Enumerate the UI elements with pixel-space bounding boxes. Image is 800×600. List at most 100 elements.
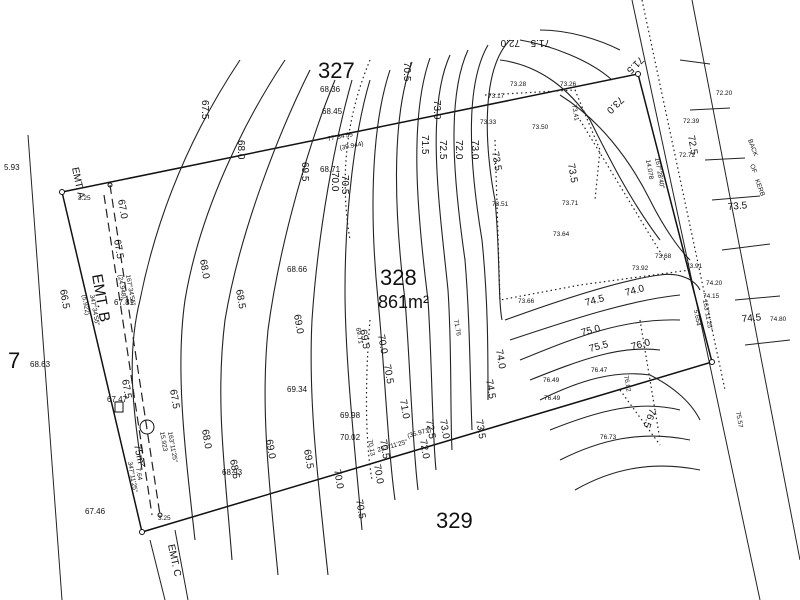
spot-level: 5.93: [4, 163, 20, 172]
contour-label: 73.5: [565, 163, 579, 185]
east-bearing: 167°28'40": [653, 157, 666, 190]
easement-circle-area: 75m²: [131, 443, 147, 468]
spot-level: 71.76: [452, 319, 462, 337]
contour-label: 70.5: [377, 439, 391, 461]
contour-label: 68.0: [197, 259, 211, 281]
spot-level: 76.49: [543, 377, 560, 384]
east-distance: 14.078: [644, 159, 654, 180]
spot-level: 69.71: [354, 327, 364, 345]
lot-329-label: 329: [436, 508, 473, 533]
contour-label: 74.5: [483, 379, 497, 401]
contour-label: 68.5: [227, 459, 241, 481]
spot-level: 69.98: [340, 411, 361, 420]
contour-label: 70.0: [331, 469, 345, 491]
spot-level: 72.39: [683, 118, 700, 125]
spot-level: 74.20: [706, 280, 723, 287]
lot-328-label: 328: [380, 265, 417, 290]
spot-level: 73.92: [632, 265, 649, 272]
spot-level: 69.34: [287, 385, 308, 394]
spot-level: 76.73: [600, 434, 617, 441]
road-label-of: OF: [748, 163, 758, 174]
contour-label: 75.5: [588, 339, 610, 355]
contour-label: 70.5: [381, 364, 395, 386]
west-distance-2: 7.64: [134, 467, 143, 481]
contour-label: 73.0: [431, 100, 442, 120]
contour-label: 72.0: [500, 37, 520, 48]
west-distance: (5.922): [80, 294, 90, 316]
spot-level: 73.17: [488, 93, 505, 100]
contour-label: 76.0: [630, 337, 652, 353]
spot-level: 73.91: [686, 263, 703, 270]
spot-level: 73.68: [655, 253, 672, 260]
contour-label: 69.5: [301, 449, 315, 471]
spot-level: 68.45: [322, 107, 343, 116]
contour-label: 70.0: [329, 172, 340, 192]
contour-label: 71.5: [530, 37, 550, 48]
spot-level: 73.64: [553, 231, 570, 238]
easement-c-label: EMT. C: [165, 543, 183, 577]
spot-level: 67.47: [107, 395, 128, 404]
contour-label: 70.0: [371, 464, 385, 486]
contour-label: 70.5: [353, 499, 367, 521]
spot-level: 73.28: [510, 81, 527, 88]
spot-level: 76.47: [591, 367, 608, 374]
contour-label: 73.5: [489, 151, 503, 173]
spot-level: 70.13: [366, 439, 376, 457]
bend-distance-2: 15.923: [158, 431, 168, 452]
contour-label: 74.5: [584, 293, 606, 309]
contour-label: 74.0: [493, 349, 507, 371]
contour-label: 66.5: [57, 289, 71, 311]
road-label-back: BACK: [746, 138, 759, 158]
contour-label: 68.0: [235, 140, 246, 160]
contour-label: 74.5: [741, 312, 762, 325]
corner-sw-label: 3.25: [158, 515, 171, 522]
spot-level: 73.41: [570, 104, 580, 122]
lot-328-area: 861m²: [378, 292, 429, 312]
contour-label: 75.0: [580, 323, 602, 339]
lot-328-boundary: [59, 71, 715, 535]
contour-label: 71.5: [624, 54, 646, 76]
contour-label: 73.5: [727, 200, 748, 213]
spot-level: 76.62: [622, 375, 632, 393]
contour-label: 70.5: [401, 62, 412, 82]
spot-level: 73.51: [492, 201, 509, 208]
bend-distance: (24.948): [116, 274, 127, 299]
contour-label: 72.5: [423, 419, 437, 441]
contour-label: 67.5: [199, 100, 210, 120]
contour-label: 69.5: [357, 329, 371, 351]
contour-label: 71.0: [397, 399, 411, 421]
contour-label: 72.0: [417, 439, 431, 461]
spot-level: 68.71: [320, 165, 341, 174]
contour-label: 73.0: [604, 94, 626, 116]
spot-level-group: 5.93 68.63 67.47 67.46 67.81 68.36 68.45…: [4, 81, 787, 516]
road-kerb-lines: [27, 0, 800, 600]
north-distance: (39.944): [339, 140, 364, 151]
contour-label: 76.5: [640, 407, 657, 429]
contour-label: 72.0: [453, 140, 464, 160]
spot-level: 76.49: [544, 395, 561, 402]
contour-label: 69.0: [291, 314, 305, 336]
contour-label: 70.5: [339, 175, 350, 195]
spot-level: 72.20: [716, 90, 733, 97]
easement-lines: [103, 184, 161, 516]
contour-label: 68.5: [233, 289, 247, 311]
east-distance-2: 5.654: [692, 309, 702, 327]
lot-327-label: 327: [318, 58, 355, 83]
spot-level: 68.66: [287, 265, 308, 274]
contour-label: 73.5: [473, 419, 487, 441]
contour-label: 73.0: [437, 419, 451, 441]
contour-label: 70.0: [375, 334, 389, 356]
contour-label: 67.5: [119, 379, 133, 401]
lot-7-label: 7: [8, 348, 20, 373]
spot-level: 68.93: [222, 468, 243, 477]
contour-label: 67.5: [167, 389, 181, 411]
contour-label: 67.5: [111, 239, 125, 261]
spot-level: 67.81: [114, 298, 135, 307]
spot-level: 73.66: [518, 298, 535, 305]
contour-label: 73.0: [469, 140, 480, 160]
spot-level: 74.80: [770, 316, 787, 323]
contour-label: 69.0: [263, 439, 277, 461]
north-bearing: 77°34'55": [327, 130, 357, 143]
contour-label: 71.5: [419, 135, 430, 155]
